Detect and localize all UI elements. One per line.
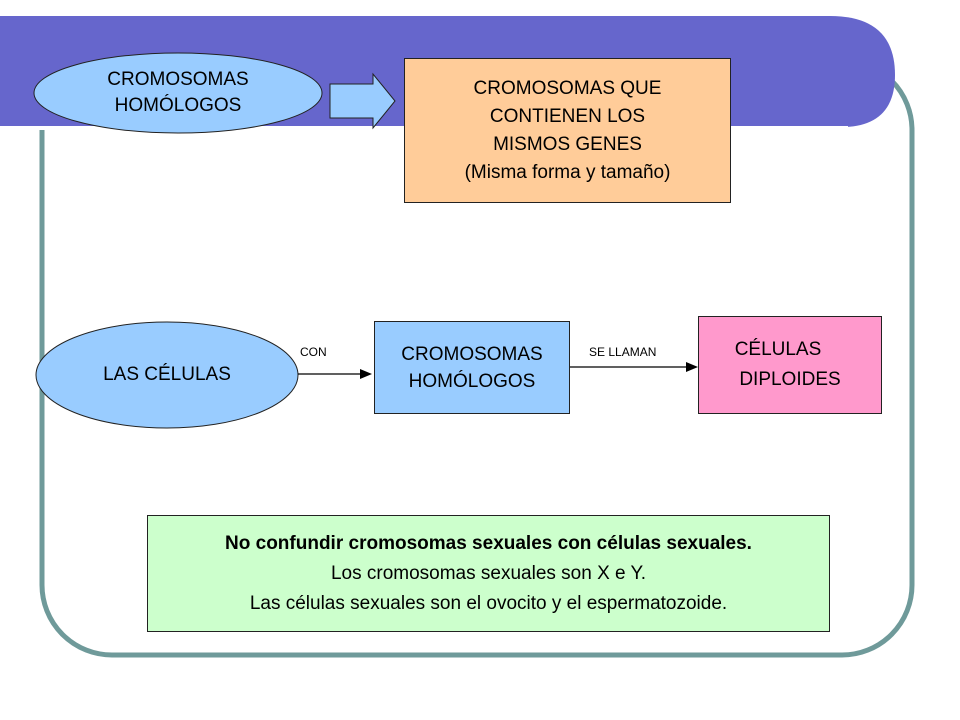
homologous-box: CROMOSOMAS HOMÓLOGOS xyxy=(374,321,570,414)
diploid-line2: DIPLOIDES xyxy=(739,369,841,390)
top-oval-shape xyxy=(33,52,323,134)
top-oval-line2: HOMÓLOGOS xyxy=(114,95,242,116)
definition-box: CROMOSOMAS QUE CONTIENEN LOS MISMOS GENE… xyxy=(404,58,731,203)
top-oval-line1: CROMOSOMAS xyxy=(107,69,249,90)
homologous-line1: CROMOSOMAS xyxy=(401,343,543,365)
homologous-line2: HOMÓLOGOS xyxy=(408,370,536,392)
note-line3: Las células sexuales son el ovocito y el… xyxy=(249,592,728,614)
note-box: No confundir cromosomas sexuales con cél… xyxy=(147,515,830,632)
diploid-line1: CÉLULAS xyxy=(734,339,822,360)
connector-con-label: CON xyxy=(300,345,327,359)
connector-se-llaman-label: SE LLAMAN xyxy=(589,345,657,359)
arrow-con-head-icon xyxy=(360,369,372,379)
block-arrow-icon xyxy=(329,72,396,130)
diploid-box: CÉLULAS DIPLOIDES xyxy=(698,316,882,414)
definition-line3: MISMOS GENES xyxy=(493,133,642,155)
top-oval: CROMOSOMAS HOMÓLOGOS xyxy=(34,53,322,133)
cells-oval-label: LAS CÉLULAS xyxy=(103,364,231,385)
cells-oval-shape xyxy=(35,321,299,429)
note-line2: Los cromosomas sexuales son X e Y. xyxy=(330,562,647,584)
definition-line2: CONTIENEN LOS xyxy=(489,105,646,127)
definition-line4: (Misma forma y tamaño) xyxy=(464,161,671,183)
note-line1: No confundir cromosomas sexuales con cél… xyxy=(225,532,752,554)
arrow-se-llaman-head-icon xyxy=(686,362,698,372)
definition-line1: CROMOSOMAS QUE xyxy=(473,77,662,99)
cells-oval: LAS CÉLULAS xyxy=(36,322,298,428)
